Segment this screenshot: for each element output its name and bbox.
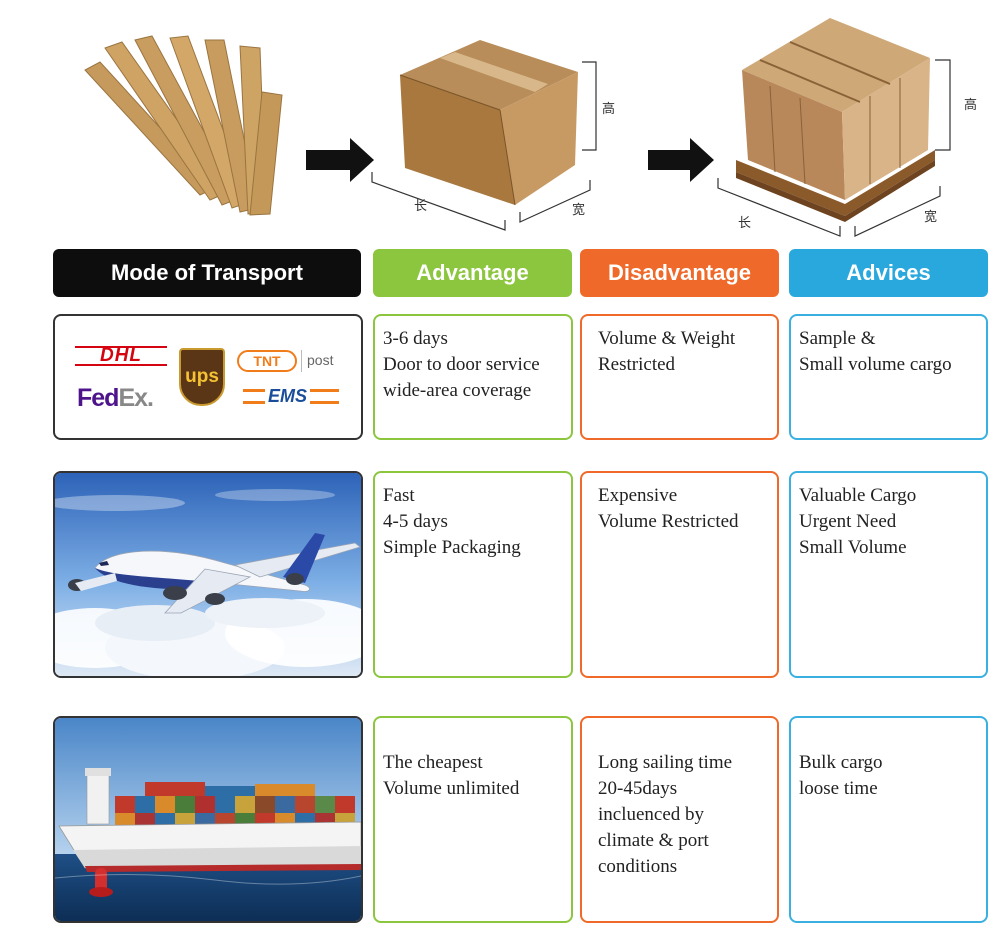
fedex-logo: FedEx. bbox=[77, 384, 154, 412]
disadvantage-line: Volume & Weight bbox=[598, 328, 736, 349]
row2-advices: Valuable Cargo Urgent Need Small Volume bbox=[789, 471, 988, 678]
disadvantage-line: 20-45days bbox=[598, 778, 678, 799]
cardboard-box-image bbox=[371, 40, 597, 231]
row3-disadvantage: Long sailing time 20-45days incluenced b… bbox=[580, 716, 779, 923]
advantage-line: Volume unlimited bbox=[383, 778, 520, 799]
row1-disadvantage: Volume & Weight Restricted bbox=[580, 314, 779, 440]
row1-advantage: 3-6 days Door to door service wide-area … bbox=[373, 314, 573, 440]
advantage-line: The cheapest bbox=[383, 752, 483, 773]
dim-width-label: 宽 bbox=[572, 203, 586, 218]
advices-line: Valuable Cargo bbox=[799, 485, 917, 506]
post-label: post bbox=[307, 352, 334, 368]
disadvantage-line: incluenced by bbox=[598, 804, 705, 825]
pallet-cargo-image bbox=[717, 18, 951, 237]
advices-line: Sample & bbox=[799, 328, 876, 349]
row3-advantage: The cheapest Volume unlimited bbox=[373, 716, 573, 923]
disadvantage-line: Expensive bbox=[598, 485, 678, 506]
disadvantage-line: conditions bbox=[598, 856, 678, 877]
packaging-illustration bbox=[84, 18, 951, 237]
disadvantage-line: climate & port bbox=[598, 830, 709, 851]
disadvantage-line: Volume Restricted bbox=[598, 511, 739, 532]
advantage-line: 4-5 days bbox=[383, 511, 448, 532]
header-advices: Advices bbox=[789, 249, 988, 297]
divider bbox=[301, 350, 302, 372]
header-mode-of-transport: Mode of Transport bbox=[53, 249, 361, 297]
dim-width-label: 宽 bbox=[924, 210, 938, 225]
advices-line: Urgent Need bbox=[799, 511, 897, 532]
advices-line: Small Volume bbox=[799, 537, 907, 558]
row3-advices: Bulk cargo loose time bbox=[789, 716, 988, 923]
dim-height-label: 高 bbox=[602, 102, 616, 117]
express-courier-logos: DHL FedEx. ups TNT post EMS bbox=[53, 314, 363, 440]
dhl-logo: DHL bbox=[75, 346, 167, 366]
dim-height-label: 高 bbox=[964, 98, 978, 113]
container-ship-image bbox=[53, 716, 363, 923]
advantage-line: Fast bbox=[383, 485, 415, 506]
header-disadvantage: Disadvantage bbox=[580, 249, 779, 297]
ems-logo: EMS bbox=[243, 386, 339, 408]
advices-line: Bulk cargo bbox=[799, 752, 883, 773]
advantage-line: Door to door service bbox=[383, 354, 540, 375]
tnt-logo: TNT bbox=[237, 350, 297, 372]
advices-line: loose time bbox=[799, 778, 878, 799]
advantage-line: wide-area coverage bbox=[383, 380, 532, 401]
advantage-line: Simple Packaging bbox=[383, 537, 521, 558]
advantage-line: 3-6 days bbox=[383, 328, 448, 349]
flat-cardboard-image bbox=[84, 35, 283, 216]
row2-disadvantage: Expensive Volume Restricted bbox=[580, 471, 779, 678]
dim-length-label: 长 bbox=[414, 199, 428, 214]
ups-logo: ups bbox=[179, 348, 225, 406]
disadvantage-line: Long sailing time bbox=[598, 752, 733, 773]
advices-line: Small volume cargo bbox=[799, 354, 952, 375]
header-advantage: Advantage bbox=[373, 249, 572, 297]
arrow-right-icon bbox=[306, 138, 374, 182]
arrow-right-icon bbox=[648, 138, 714, 182]
airplane-image bbox=[53, 471, 363, 678]
row1-advices: Sample & Small volume cargo bbox=[789, 314, 988, 440]
row2-advantage: Fast 4-5 days Simple Packaging bbox=[373, 471, 573, 678]
dim-length-label: 长 bbox=[738, 216, 752, 231]
disadvantage-line: Restricted bbox=[598, 354, 676, 375]
